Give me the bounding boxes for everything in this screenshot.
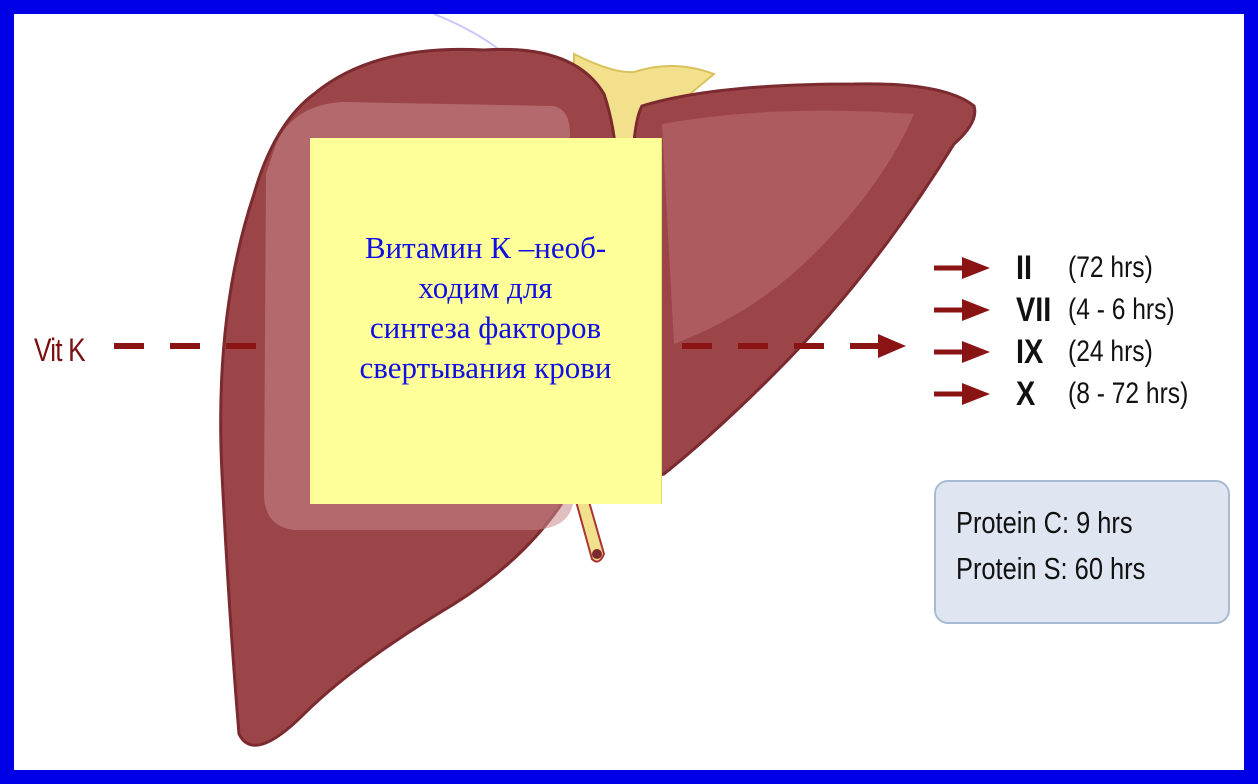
note-text: Витамин К –необ- ходим для синтеза факто…	[360, 228, 612, 388]
factor-ix: IX (24 hrs)	[1016, 332, 1048, 372]
note-line: Витамин К –необ-	[360, 228, 612, 268]
factor-numeral: X	[1016, 375, 1035, 414]
duct-opening	[592, 549, 602, 559]
protein-box: Protein C: 9 hrs Protein S: 60 hrs	[934, 480, 1230, 624]
factor-x: X (8 - 72 hrs)	[1016, 374, 1039, 414]
factor-arrows	[934, 257, 990, 405]
factor-vii: VII (4 - 6 hrs)	[1016, 290, 1058, 330]
protein-c-label: Protein C: 9 hrs	[956, 500, 1179, 546]
note-line: синтеза факторов	[360, 308, 612, 348]
protein-s-label: Protein S: 60 hrs	[956, 546, 1179, 592]
factor-time: (24 hrs)	[1068, 335, 1153, 369]
note-line: ходим для	[360, 268, 612, 308]
factor-time: (72 hrs)	[1068, 251, 1153, 285]
factor-numeral: VII	[1016, 291, 1051, 330]
factor-time: (4 - 6 hrs)	[1068, 293, 1175, 327]
note-line: свертывания крови	[360, 348, 612, 388]
factor-ii: II (72 hrs)	[1016, 248, 1035, 288]
factor-time: (8 - 72 hrs)	[1068, 377, 1188, 411]
factor-numeral: IX	[1016, 333, 1043, 372]
main-arrowhead	[878, 334, 906, 358]
slide: Vit K Витамин К –необ- ходим для синтеза…	[14, 14, 1244, 770]
vitamin-k-label: Vit K	[34, 332, 85, 369]
note-box: Витамин К –необ- ходим для синтеза факто…	[310, 138, 662, 504]
factor-numeral: II	[1016, 249, 1032, 288]
